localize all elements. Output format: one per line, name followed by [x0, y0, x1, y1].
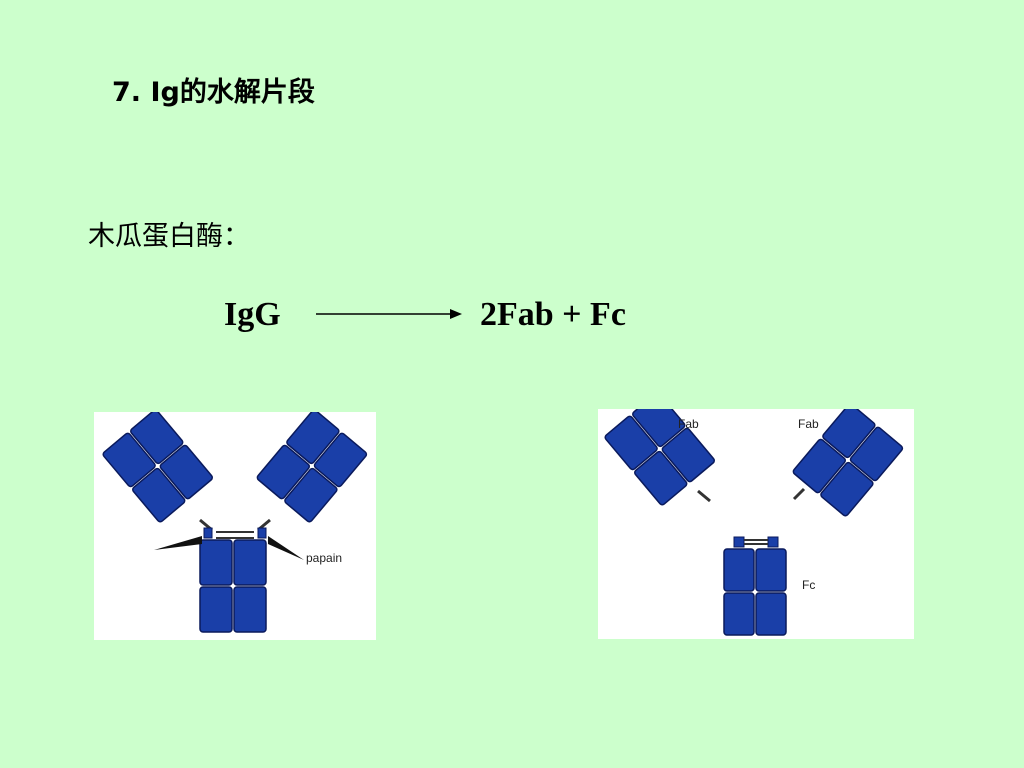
fab-fragment-right	[792, 409, 904, 517]
fc-fragment	[723, 536, 787, 636]
left-fab-arm	[102, 412, 213, 523]
right-fab-arm	[256, 412, 368, 523]
fc-label: Fc	[802, 578, 815, 592]
reactant-igg: IgG	[224, 296, 281, 333]
enzyme-label: 木瓜蛋白酶：	[88, 221, 250, 252]
fab-label-left: Fab	[678, 417, 699, 431]
slide-title: 7. Ig的水解片段	[112, 77, 315, 108]
fc-stem	[199, 539, 267, 633]
fab-label-right: Fab	[798, 417, 819, 431]
papain-label: papain	[306, 551, 342, 565]
igg-intact-figure: papain	[94, 412, 376, 640]
reaction-equation: IgG 2Fab + Fc	[0, 296, 1024, 346]
reaction-arrow-icon	[316, 309, 462, 319]
fab-fragment-left	[604, 409, 715, 506]
cleaved-fragments-diagram: Fab Fab Fc	[604, 409, 904, 636]
igg-cleaved-figure: Fab Fab Fc	[598, 409, 914, 639]
products-fab-fc: 2Fab + Fc	[480, 296, 626, 333]
papain-wedge-right-icon	[268, 536, 304, 560]
igg-antibody-diagram: papain	[102, 412, 368, 633]
papain-wedge-left-icon	[154, 536, 202, 550]
hinge-region	[199, 518, 271, 539]
